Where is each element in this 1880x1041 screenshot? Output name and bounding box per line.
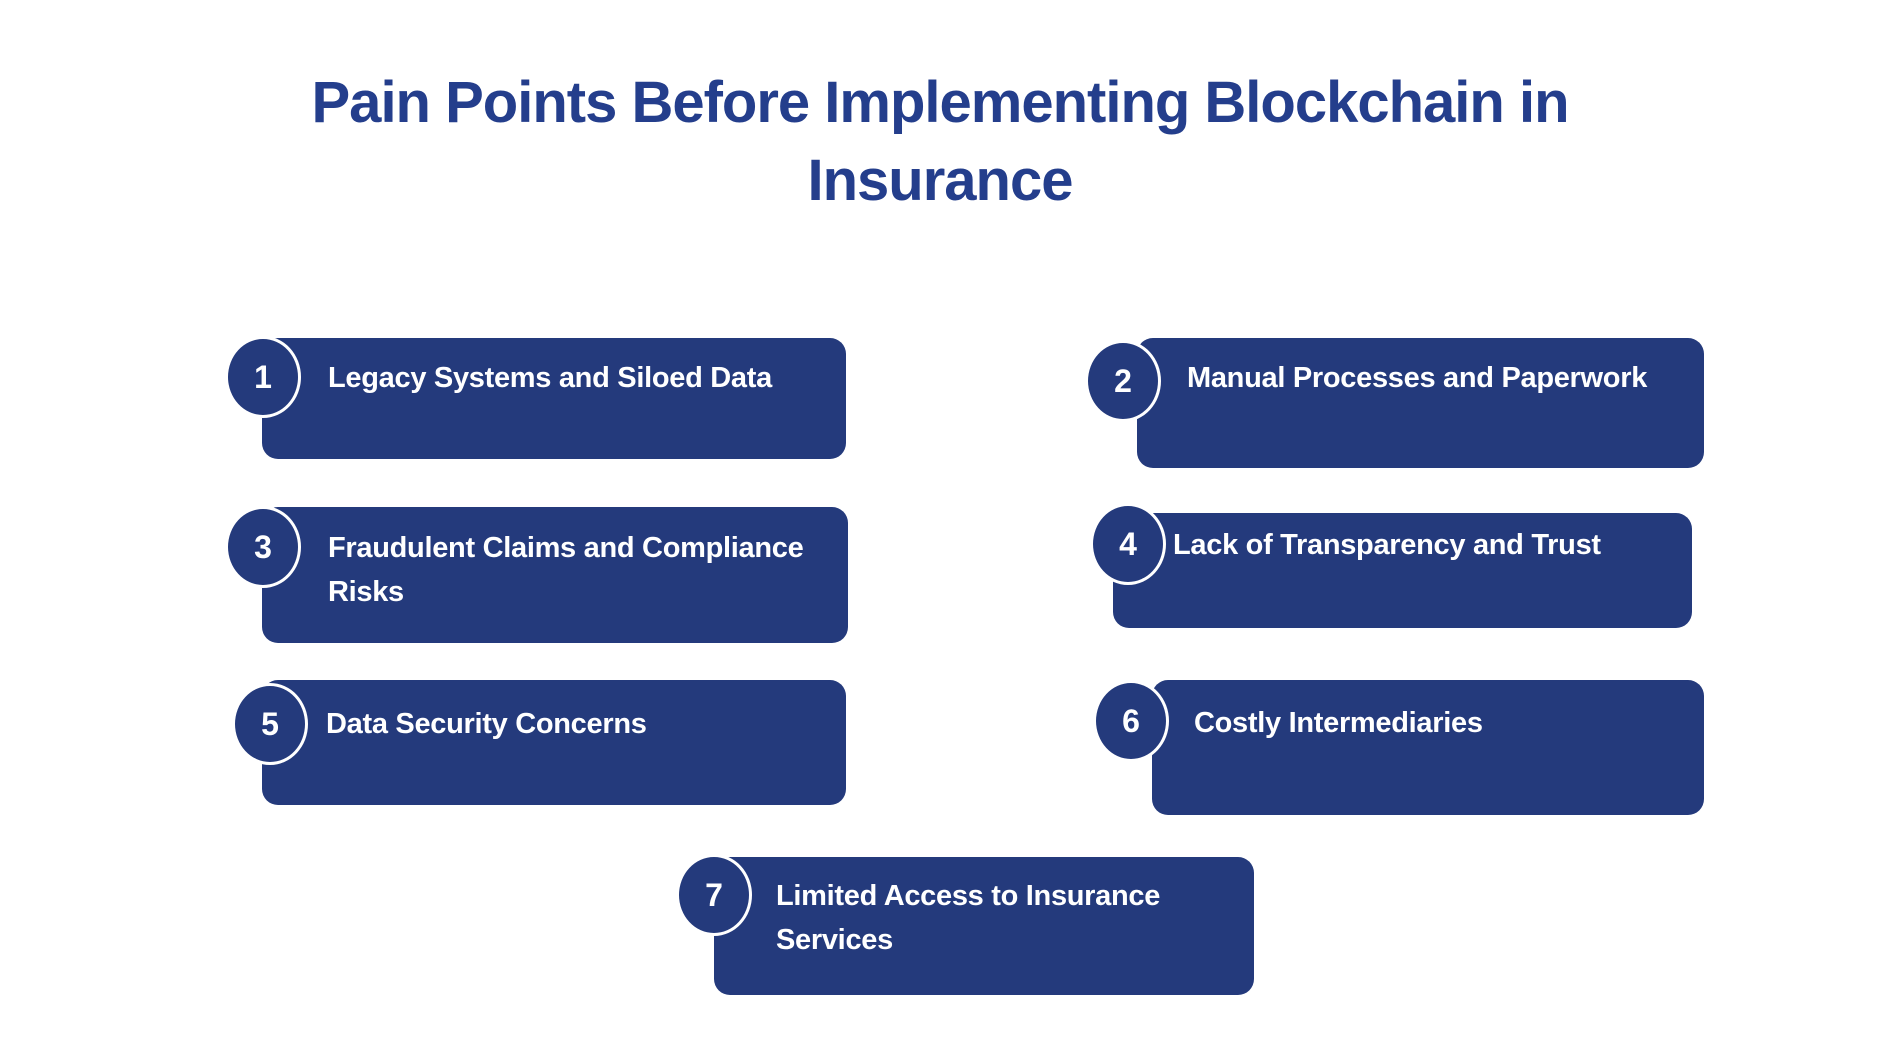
item-number-1: 1 xyxy=(254,358,272,395)
item-label-2: Manual Processes and Paperwork xyxy=(1187,362,1648,394)
pain-point-item-2: 2 Manual Processes and Paperwork xyxy=(1085,338,1704,468)
item-number-badge-2: 2 xyxy=(1085,340,1161,422)
page-title: Pain Points Before Implementing Blockcha… xyxy=(0,64,1880,220)
page-title-line-1: Pain Points Before Implementing Blockcha… xyxy=(311,70,1570,135)
item-number-2: 2 xyxy=(1114,362,1132,399)
item-label-5: Data Security Concerns xyxy=(326,708,647,740)
item-number-5: 5 xyxy=(261,705,279,742)
item-number-badge-6: 6 xyxy=(1093,680,1169,762)
pain-point-item-7: 7 Limited Access to Insurance Services xyxy=(676,854,1254,995)
item-number-7: 7 xyxy=(705,876,723,913)
pain-point-item-1: 1 Legacy Systems and Siloed Data xyxy=(225,336,846,459)
pain-point-item-6: 6 Costly Intermediaries xyxy=(1093,680,1704,815)
page-title-line-2: Insurance xyxy=(807,148,1074,213)
item-label-3: Fraudulent Claims and Compliance Risks xyxy=(328,532,804,608)
item-label-4: Lack of Transparency and Trust xyxy=(1173,529,1601,561)
item-label-7: Limited Access to Insurance Services xyxy=(776,880,1161,956)
item-number-3: 3 xyxy=(254,528,272,565)
item-number-badge-7: 7 xyxy=(676,854,752,936)
item-number-badge-4: 4 xyxy=(1090,503,1166,585)
item-number-4: 4 xyxy=(1119,525,1137,562)
item-label-1: Legacy Systems and Siloed Data xyxy=(328,362,772,394)
item-label-6: Costly Intermediaries xyxy=(1194,707,1483,739)
pain-point-item-4: 4 Lack of Transparency and Trust xyxy=(1090,503,1692,628)
item-number-badge-5: 5 xyxy=(232,683,308,765)
pain-point-item-3: 3 Fraudulent Claims and Compliance Risks xyxy=(225,506,848,643)
item-number-6: 6 xyxy=(1122,702,1140,739)
item-number-badge-1: 1 xyxy=(225,336,301,418)
pain-point-item-5: 5 Data Security Concerns xyxy=(232,680,846,805)
item-number-badge-3: 3 xyxy=(225,506,301,588)
